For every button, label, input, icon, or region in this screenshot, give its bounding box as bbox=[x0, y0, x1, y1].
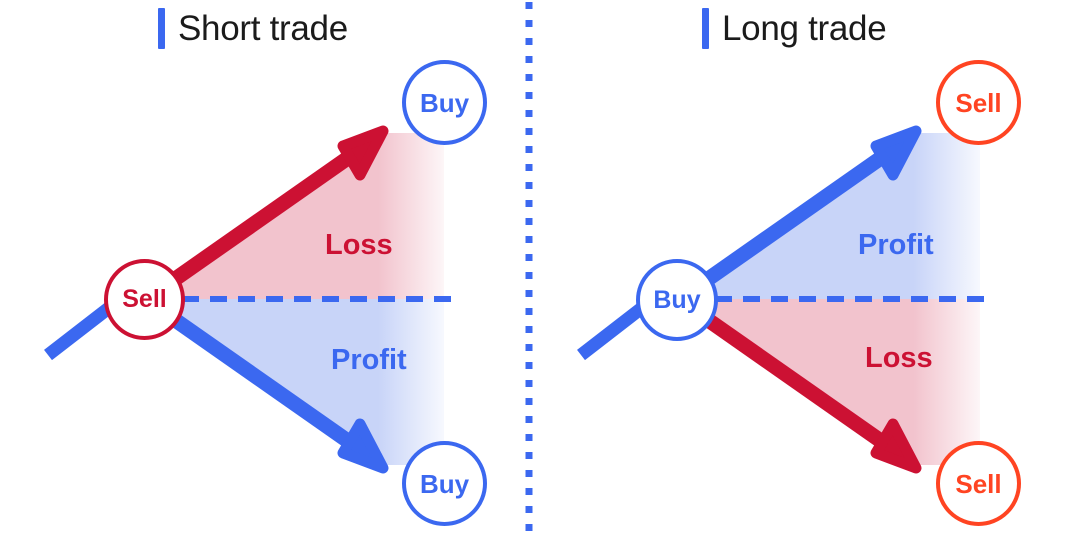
node-entry-buy-label: Buy bbox=[653, 285, 701, 314]
loss-region-label: Loss bbox=[865, 342, 933, 374]
loss-arrowhead bbox=[337, 125, 389, 181]
node-entry-sell[interactable]: Sell bbox=[104, 259, 185, 340]
loss-arrowhead bbox=[870, 418, 922, 474]
profit-region-label: Profit bbox=[858, 229, 934, 261]
title-accent-bar bbox=[702, 8, 709, 49]
node-exit-sell-lower-label: Sell bbox=[955, 468, 1002, 499]
long-trade-title: Long trade bbox=[702, 8, 887, 49]
profit-region-fill bbox=[678, 133, 980, 299]
title-accent-bar bbox=[158, 8, 165, 49]
short-trade-graphics bbox=[44, 125, 452, 474]
node-exit-buy-upper[interactable]: Buy bbox=[402, 60, 487, 145]
panel-divider bbox=[525, 0, 533, 540]
panel-short-trade: Short trade Loss Profit Sell Buy Buy bbox=[44, 8, 487, 526]
node-exit-sell-upper[interactable]: Sell bbox=[936, 60, 1021, 145]
loss-arrow-shaft bbox=[163, 146, 360, 291]
node-exit-buy-upper-label: Buy bbox=[419, 87, 470, 118]
title-label: Long trade bbox=[722, 9, 887, 48]
loss-region-label: Loss bbox=[325, 229, 393, 261]
panel-long-trade: Long trade Profit Loss Buy Sell Sell bbox=[540, 0, 1080, 540]
loss-region-fill bbox=[145, 133, 444, 299]
loss-region-fill bbox=[678, 299, 980, 465]
loss-arrow-shaft bbox=[696, 308, 893, 453]
short-trade-title: Short trade bbox=[158, 8, 348, 49]
node-entry-sell-label: Sell bbox=[122, 285, 167, 313]
profit-arrowhead bbox=[870, 125, 922, 181]
title-label: Short trade bbox=[178, 9, 348, 48]
node-exit-buy-lower-label: Buy bbox=[419, 468, 470, 499]
node-exit-buy-lower[interactable]: Buy bbox=[402, 441, 487, 526]
node-entry-buy[interactable]: Buy bbox=[636, 259, 718, 341]
node-exit-sell-upper-label: Sell bbox=[955, 87, 1002, 118]
profit-region-fill bbox=[145, 299, 444, 465]
long-trade-graphics bbox=[577, 125, 988, 474]
node-exit-sell-lower[interactable]: Sell bbox=[936, 441, 1021, 526]
profit-region-label: Profit bbox=[331, 344, 407, 376]
profit-arrow-shaft bbox=[163, 308, 360, 453]
profit-arrowhead bbox=[337, 418, 389, 474]
profit-arrow-shaft bbox=[696, 146, 893, 291]
divider-graphic bbox=[525, 2, 533, 538]
